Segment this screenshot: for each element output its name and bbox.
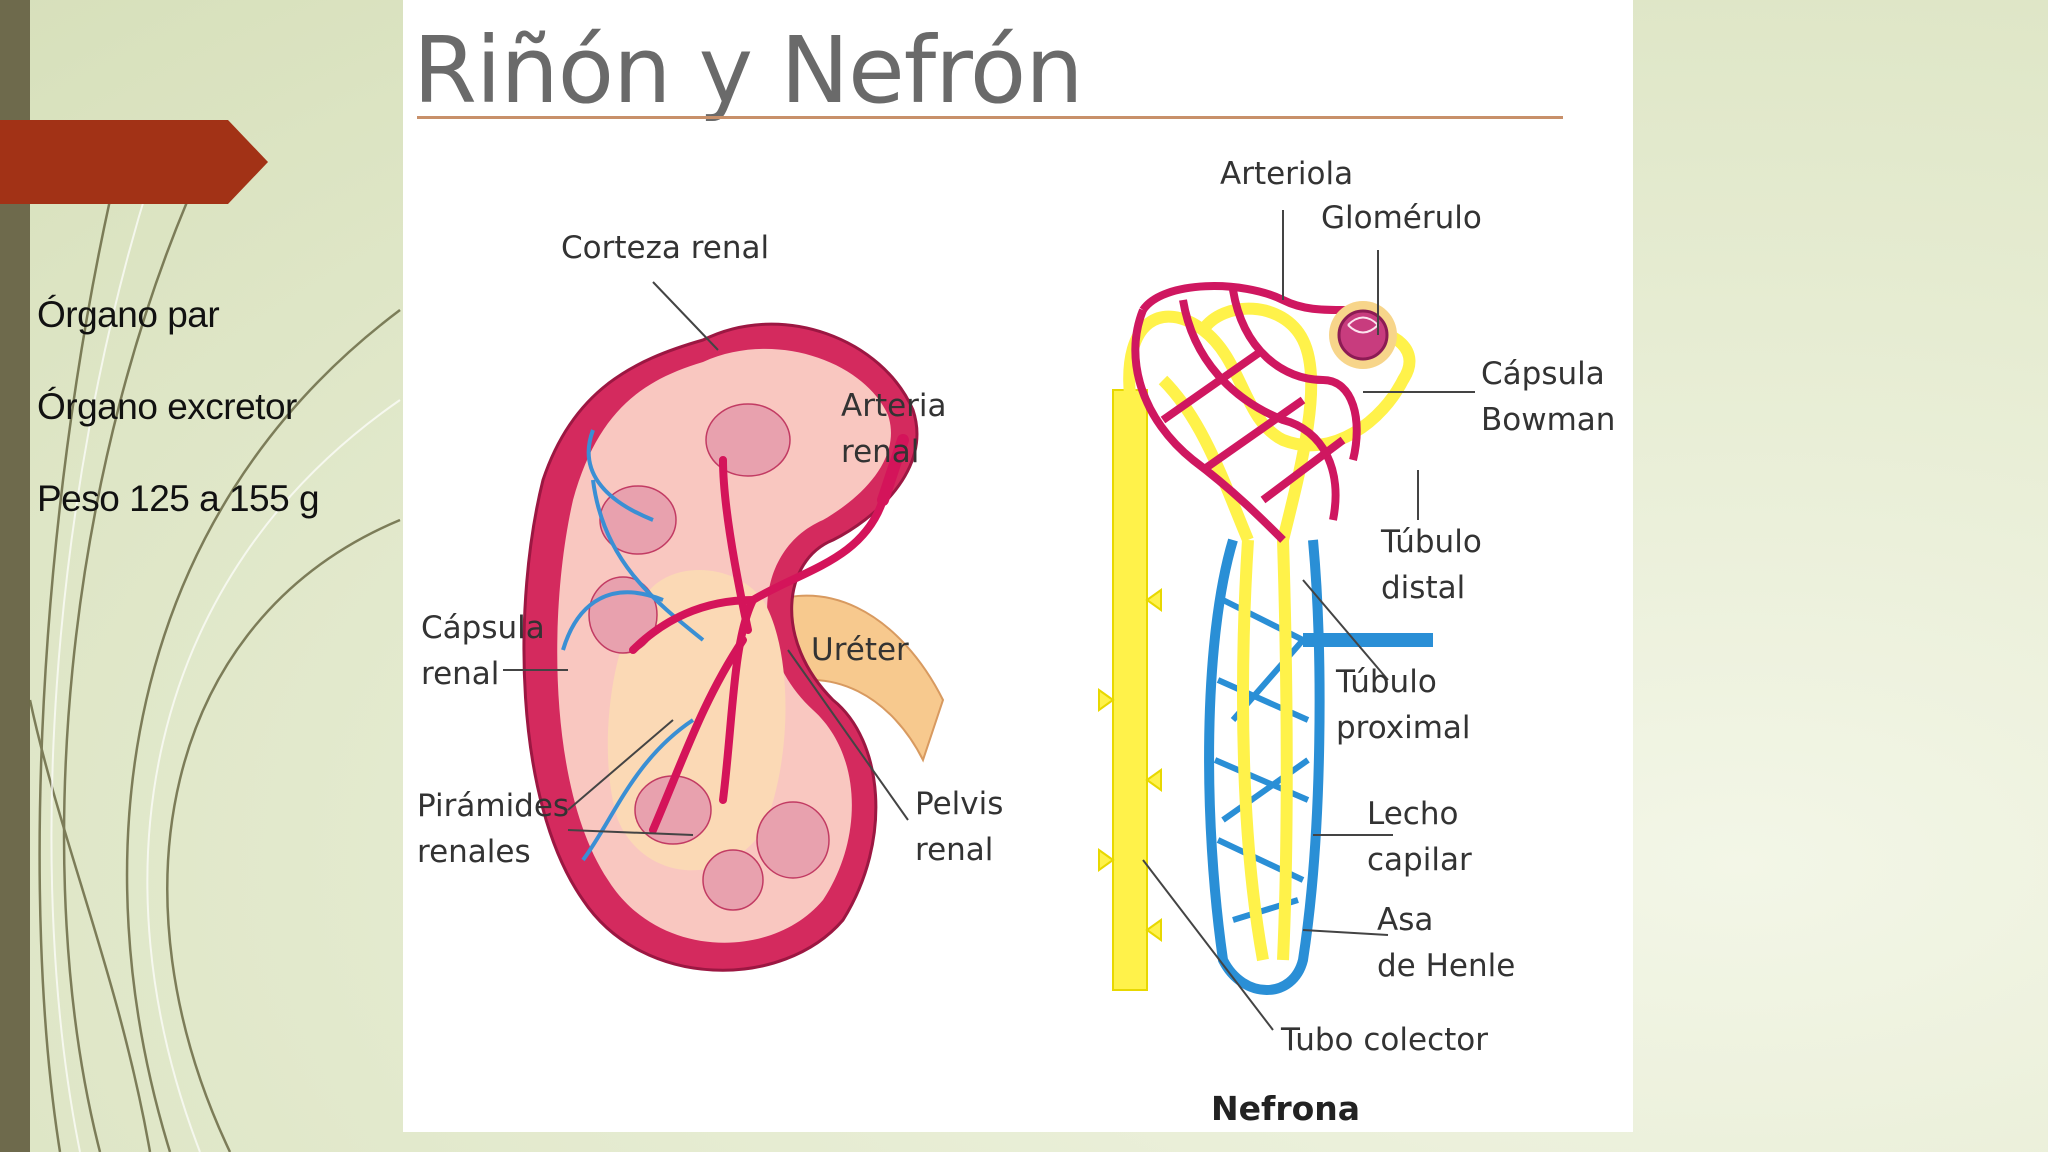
label-arteria-renal-1: Arteria	[841, 388, 947, 424]
label-piramides-1: Pirámides	[417, 788, 569, 824]
kidney-nephron-image: Riñón y Nefrón	[403, 0, 1633, 1132]
label-lecho-capilar-1: Lecho	[1367, 796, 1458, 832]
label-glomerulo: Glomérulo	[1321, 200, 1482, 236]
label-arteriola: Arteriola	[1220, 156, 1353, 192]
label-capsula-bowman-2: Bowman	[1481, 402, 1615, 438]
decorative-curves	[28, 149, 401, 1152]
label-tubulo-proximal-1: Túbulo	[1335, 664, 1437, 700]
label-pelvis-renal-2: renal	[915, 832, 993, 868]
kidney-illustration	[522, 322, 945, 972]
label-tubo-colector: Tubo colector	[1280, 1022, 1488, 1058]
nephron-illustration	[1098, 282, 1433, 995]
bullet-peso: Peso 125 a 155 g	[37, 478, 320, 519]
label-tubulo-proximal-2: proximal	[1336, 710, 1471, 746]
title-underline	[417, 116, 1563, 119]
figure-title: Riñón y Nefrón	[413, 17, 1084, 124]
label-nefrona-caption: Nefrona	[1211, 1089, 1360, 1128]
label-tubulo-distal-1: Túbulo	[1380, 524, 1482, 560]
label-asa-henle-1: Asa	[1377, 902, 1433, 938]
kidney-nephron-diagram: Corteza renal Arteria renal Cápsula rena…	[417, 156, 1615, 1128]
bullet-organo-excretor: Órgano excretor	[37, 386, 297, 427]
label-lecho-capilar-2: capilar	[1367, 842, 1472, 878]
label-asa-henle-2: de Henle	[1377, 948, 1515, 984]
bullet-list: Órgano par Órgano excretor Peso 125 a 15…	[37, 285, 320, 561]
label-capsula-renal-1: Cápsula	[421, 610, 545, 646]
bullet-organo-par: Órgano par	[37, 294, 220, 335]
label-piramides-2: renales	[417, 834, 531, 870]
label-capsula-bowman-1: Cápsula	[1481, 356, 1605, 392]
label-corteza-renal: Corteza renal	[561, 230, 769, 266]
label-pelvis-renal-1: Pelvis	[915, 786, 1003, 822]
label-capsula-renal-2: renal	[421, 656, 499, 692]
label-tubulo-distal-2: distal	[1381, 570, 1465, 606]
accent-arrow-tab	[0, 120, 268, 204]
label-arteria-renal-2: renal	[841, 434, 919, 470]
label-ureter: Uréter	[811, 632, 909, 668]
